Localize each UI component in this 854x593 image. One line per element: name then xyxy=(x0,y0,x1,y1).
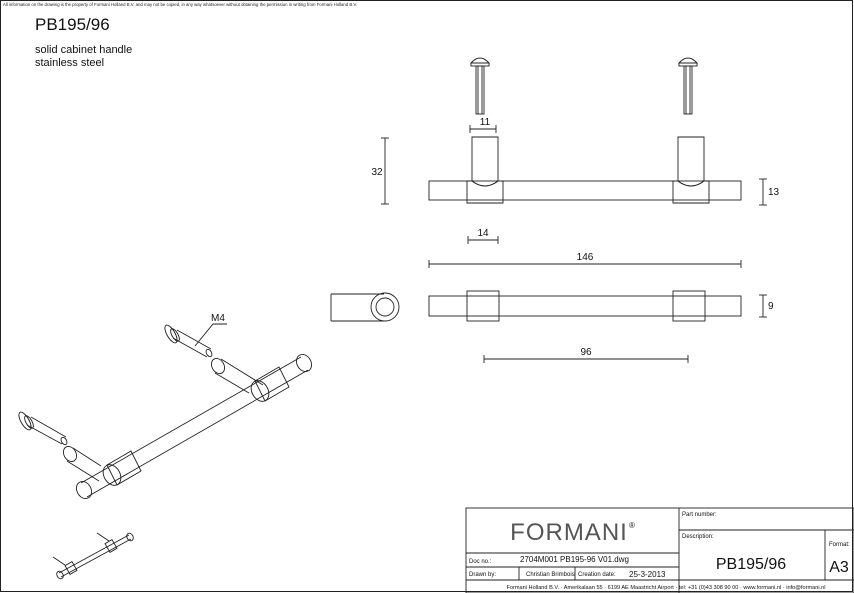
dimension-146: 146 xyxy=(577,252,594,263)
company-footer: Formani Holland B.V. · Amerikalaan 55 · … xyxy=(506,585,825,591)
creation-date-label: Creation date: xyxy=(578,572,616,578)
page-title: PB195/96 xyxy=(35,15,110,34)
thread-label-m4: M4 xyxy=(211,313,225,324)
dimension-9: 9 xyxy=(768,301,774,312)
dimension-11: 11 xyxy=(480,117,491,128)
dimension-146-line xyxy=(428,260,742,268)
dimension-14-line xyxy=(467,236,499,244)
dimension-9-line xyxy=(759,294,767,318)
product-material: stainless steel xyxy=(35,57,105,69)
dimension-13: 13 xyxy=(768,187,780,198)
top-view xyxy=(428,290,742,322)
dimension-11-line xyxy=(469,125,497,133)
drawn-by-label: Drawn by: xyxy=(469,572,496,578)
screw-right xyxy=(677,57,699,115)
doc-no-label: Doc no.: xyxy=(469,559,492,565)
screw-left xyxy=(469,57,491,115)
description-value: PB195/96 xyxy=(716,556,786,573)
formani-logo: FORMANI xyxy=(510,519,628,546)
front-view xyxy=(428,136,742,204)
small-isometric-view xyxy=(52,532,134,580)
format-label: Format: xyxy=(829,542,850,548)
registered-mark: ® xyxy=(629,521,635,530)
title-block-frame xyxy=(465,507,854,593)
doc-no-value: 2704M001 PB195-96 V01.dwg xyxy=(520,555,629,564)
drawn-by-value: Christian Brimbois xyxy=(526,572,575,578)
format-value: A3 xyxy=(829,559,849,576)
part-number-label: Part number: xyxy=(682,512,717,518)
creation-date-value: 25-3-2013 xyxy=(629,570,666,579)
dimension-14: 14 xyxy=(477,228,489,239)
dimension-32: 32 xyxy=(371,167,383,178)
dimension-13-line xyxy=(759,178,767,206)
dimension-32-line xyxy=(381,137,389,205)
dimension-96-line xyxy=(483,355,689,363)
description-label: Description: xyxy=(682,534,714,540)
dimension-96: 96 xyxy=(580,347,592,358)
product-type: solid cabinet handle xyxy=(35,44,133,56)
isometric-view xyxy=(18,323,312,499)
side-view xyxy=(330,292,400,322)
disclaimer: All information on the drawing is the pr… xyxy=(3,2,358,7)
